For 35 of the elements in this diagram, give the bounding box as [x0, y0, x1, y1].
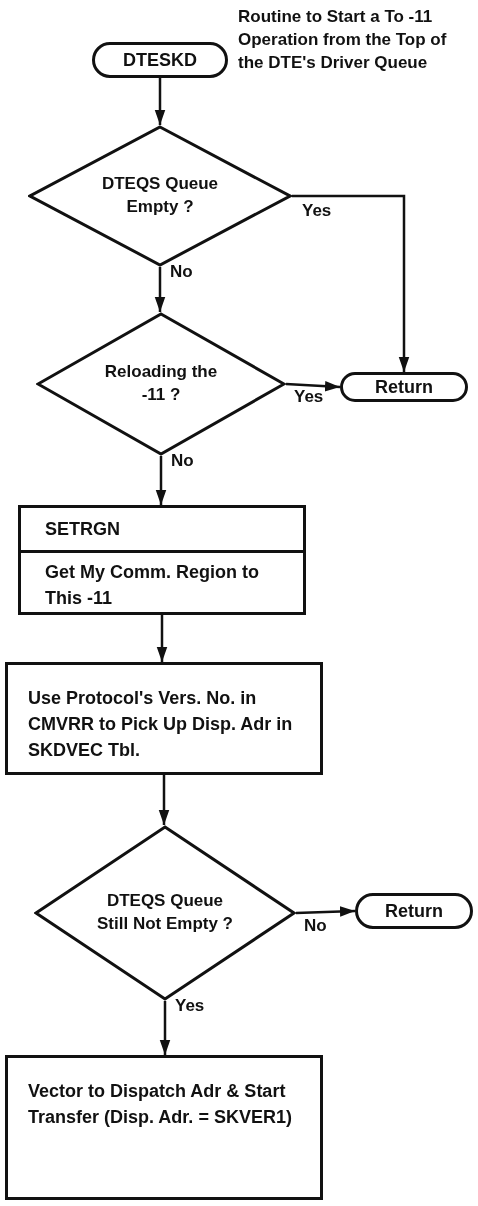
terminal-box — [355, 893, 473, 929]
box-heading: SETRGN — [21, 508, 303, 554]
terminal-text: Return — [375, 378, 433, 396]
decision-text: DTEQS Queue Empty ? — [100, 173, 220, 218]
box-text: Vector to Dispatch Adr & Start Transfer (Disp. Adr. = SKVER1) — [27, 1080, 293, 1130]
decision-text: DTEQS Queue Still Not Empty ? — [96, 890, 234, 935]
edge-label: No — [302, 917, 329, 934]
terminal-box — [92, 42, 228, 78]
arrow — [285, 380, 341, 392]
routine-caption: Routine to Start a To -11 Operation from the Top of the DTE's Driver Queue — [238, 6, 448, 74]
edge-label: No — [168, 263, 195, 280]
edge-label: Yes — [292, 388, 326, 405]
box-text: Get My Comm. Region to This -11 — [44, 561, 260, 611]
arrow — [159, 1001, 171, 1055]
decision-text: Reloading the -11 ? — [103, 361, 219, 406]
process-box — [5, 662, 323, 775]
arrow — [154, 78, 166, 125]
process-box — [5, 1055, 323, 1200]
arrow — [155, 456, 167, 505]
edge-label: Yes — [300, 202, 334, 219]
decision-diamond — [34, 825, 296, 1001]
arrow — [158, 775, 170, 825]
arrow — [154, 267, 166, 312]
terminal-text: DTESKD — [123, 51, 197, 69]
edge-label: Yes — [173, 997, 207, 1014]
terminal-text: Return — [385, 902, 443, 920]
arrow — [295, 906, 356, 917]
arrow — [292, 194, 410, 372]
edge-label: No — [169, 452, 196, 469]
arrow — [156, 615, 168, 662]
box-text: Use Protocol's Vers. No. in CMVRR to Pick Up Disp. Adr in SKDVEC Tbl. — [27, 687, 294, 763]
process-box — [18, 505, 306, 615]
decision-diamond — [28, 125, 292, 267]
terminal-box — [340, 372, 468, 402]
decision-diamond — [36, 312, 286, 456]
